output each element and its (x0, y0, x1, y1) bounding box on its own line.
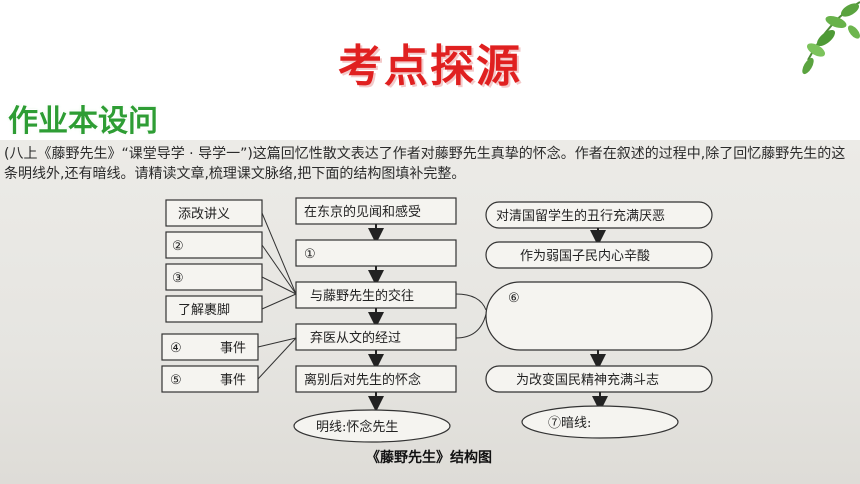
center-label: 弃医从文的经过 (310, 330, 401, 346)
center-label: 在东京的见闻和感受 (304, 204, 421, 220)
center-end-label: 明线:怀念先生 (316, 419, 398, 435)
right-box-3: ⑥ (485, 281, 713, 351)
center-label: 与藤野先生的交往 (310, 288, 414, 304)
right-box-1: 对清国留学生的丑行充满厌恶 (485, 201, 713, 229)
center-box-3: 与藤野先生的交往 (295, 281, 457, 309)
left-item-label: 添改讲义 (178, 207, 230, 222)
left-item-suffix: 事件 (220, 341, 246, 356)
right-end-ellipse: ⑦暗线: (521, 405, 679, 439)
center-label: ① (304, 247, 316, 262)
structure-diagram: 添改讲义 ② ③ 了解裹脚 ④ 事件 ⑤ 事件 在东京的见闻和感受 ① (161, 197, 713, 466)
left-item-label: ③ (172, 271, 184, 286)
left-item-label: ⑤ (170, 373, 182, 388)
right-label: 对清国留学生的丑行充满厌恶 (496, 208, 665, 224)
right-end-label: ⑦暗线: (548, 416, 591, 431)
right-label: 为改变国民精神充满斗志 (516, 372, 659, 388)
slide-title: 考点探源 (338, 41, 522, 92)
right-box-2: 作为弱国子民内心辛酸 (485, 241, 713, 269)
center-box-1: 在东京的见闻和感受 (295, 197, 457, 225)
leaf-decoration-icon (802, 1, 860, 75)
right-connectors (455, 293, 487, 339)
left-item-box-6: ⑤ 事件 (161, 365, 259, 393)
left-item-box-5: ④ 事件 (161, 333, 259, 361)
left-item-label: ② (172, 239, 184, 254)
left-item-box-1: 添改讲义 (165, 199, 263, 227)
right-label: 作为弱国子民内心辛酸 (520, 248, 650, 264)
center-box-4: 弃医从文的经过 (295, 323, 457, 351)
section-title: 作业本设问 (8, 104, 158, 139)
instruction-text: (八上《藤野先生》“课堂导学 · 导学一”)这篇回忆性散文表达了作者对藤野先生真… (4, 146, 846, 182)
left-item-label: ④ (170, 341, 182, 356)
left-item-box-2: ② (165, 231, 263, 259)
right-label: ⑥ (508, 291, 520, 306)
diagram-caption: 《藤野先生》结构图 (366, 449, 492, 466)
left-item-label: 了解裹脚 (178, 302, 230, 318)
center-label: 离别后对先生的怀念 (304, 372, 421, 388)
left-item-box-4: 了解裹脚 (165, 295, 263, 323)
right-box-4: 为改变国民精神充满斗志 (485, 365, 713, 393)
center-end-ellipse: 明线:怀念先生 (293, 409, 451, 443)
center-box-5: 离别后对先生的怀念 (295, 365, 457, 393)
left-item-suffix: 事件 (220, 373, 246, 388)
left-item-box-3: ③ (165, 263, 263, 291)
left-connectors (257, 212, 297, 380)
center-box-2: ① (295, 239, 457, 267)
